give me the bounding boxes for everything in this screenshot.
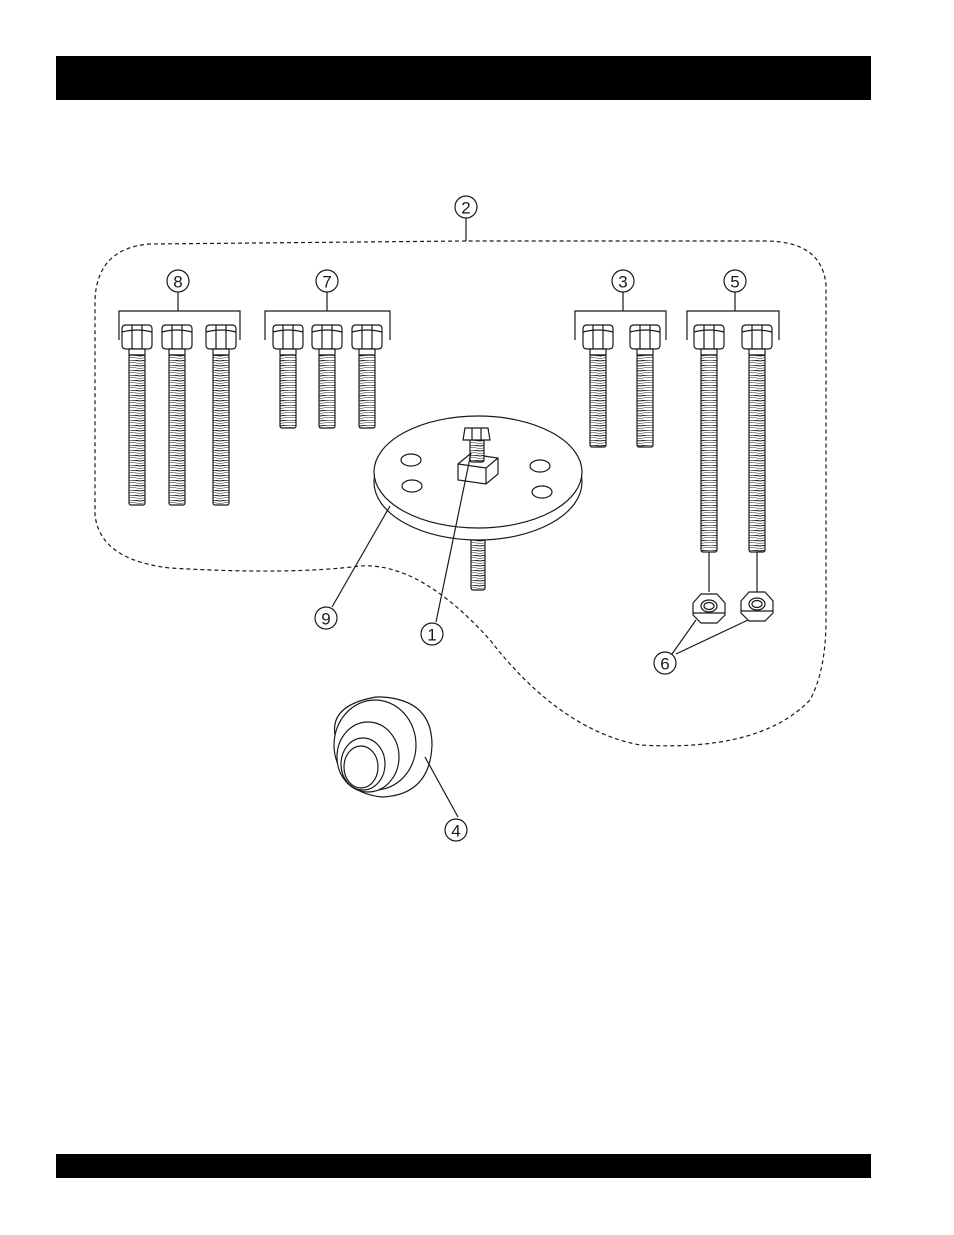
nut-group-6 [672,592,773,654]
bolt-group-7 [265,292,390,428]
callout-2-label: 2 [461,199,470,218]
callout-6-label: 6 [660,655,669,674]
callout-7-label: 7 [322,273,331,292]
callout-2: 2 [455,196,477,218]
callout-3-label: 3 [618,273,627,292]
puller-plate [374,416,582,590]
callout-7: 7 [316,270,338,292]
bolt-group-5 [687,292,779,592]
callout-5: 5 [724,270,746,292]
callout-5-label: 5 [730,273,739,292]
callout-6: 6 [654,652,676,674]
adapter-4 [334,697,432,797]
callout-9-label: 9 [321,610,330,629]
callout-1: 1 [421,623,443,645]
callout-8-label: 8 [173,273,182,292]
callout-1-label: 1 [427,626,436,645]
callout-9: 9 [315,607,337,629]
callout-8: 8 [167,270,189,292]
callout-4: 4 [445,819,467,841]
bolt-group-3 [575,292,666,447]
callout-3: 3 [612,270,634,292]
bolt-group-8 [119,292,240,505]
callout-4-label: 4 [451,822,460,841]
